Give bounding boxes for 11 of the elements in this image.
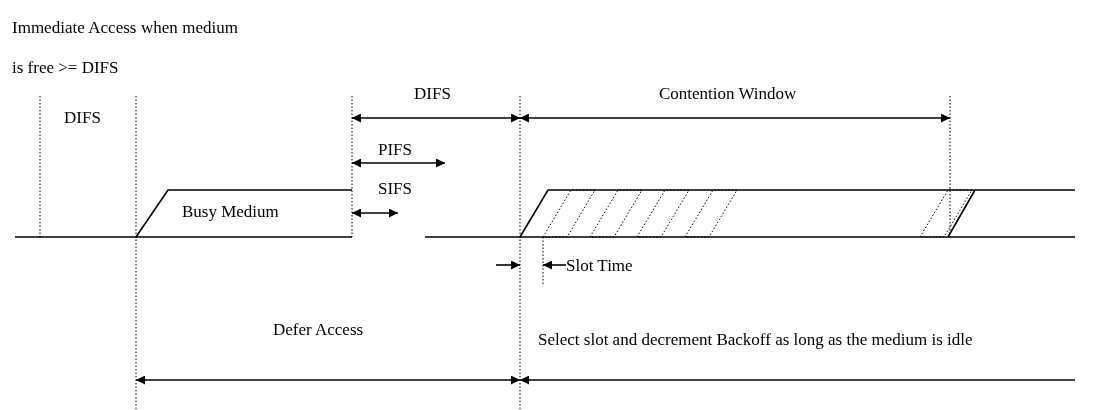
interval-label: PIFS (378, 140, 413, 160)
interval-label: DIFS (414, 84, 451, 104)
interval-label: Defer Access (273, 320, 364, 340)
interval-label: Contention Window (659, 84, 797, 104)
note-text: Select slot and decrement Backoff as long as the medium is idle (538, 329, 974, 351)
note-text: Immediate Access when medium is free >= DIFS (12, 17, 238, 79)
busy-medium-block (136, 190, 352, 237)
interval-label: DIFS (64, 108, 101, 128)
interval-label: SIFS (378, 179, 413, 199)
interval-label: Slot Time (566, 256, 633, 276)
block-label: Busy Medium (182, 202, 279, 222)
